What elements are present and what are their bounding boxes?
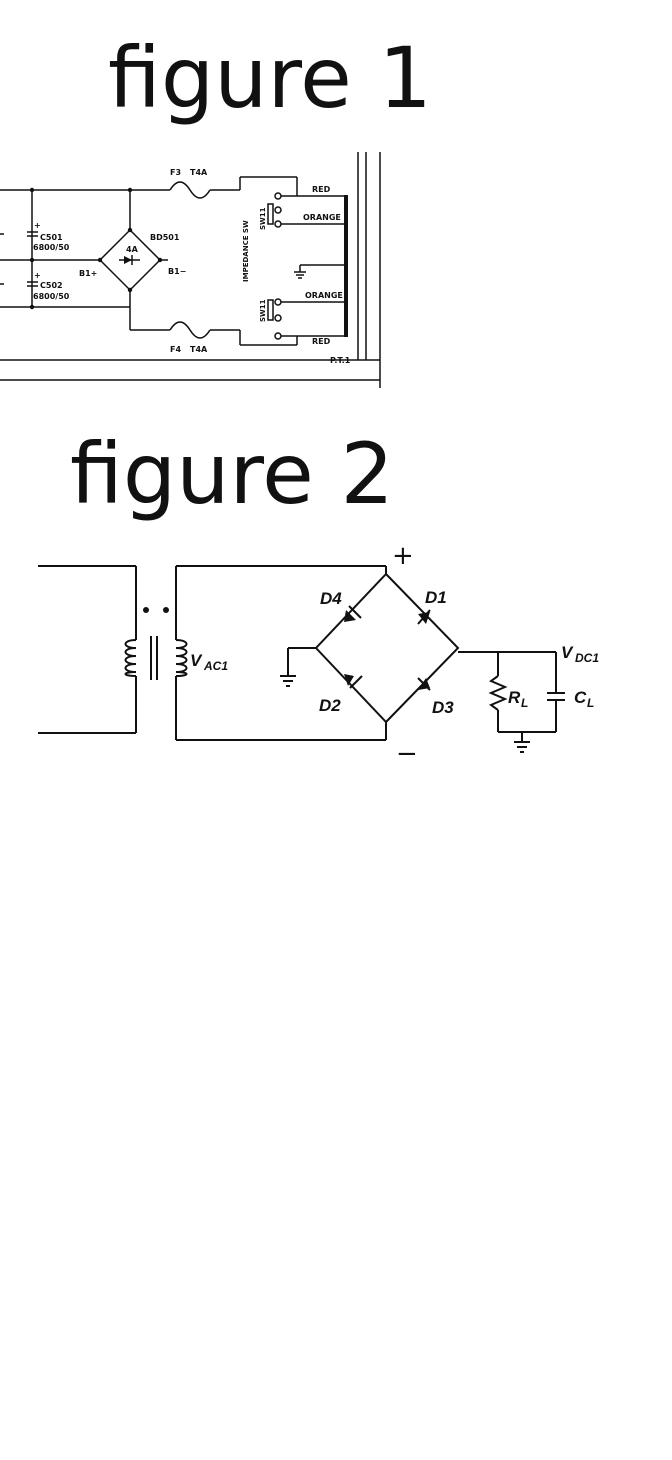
orange-top-label: ORANGE [303, 213, 341, 222]
fuse-f3 [130, 176, 297, 199]
negative-sign: − [396, 739, 418, 769]
f3-rating: T4A [190, 168, 208, 177]
vac1-label: V AC1 [190, 651, 228, 673]
positive-sign: + [392, 541, 414, 571]
load-network [458, 651, 565, 753]
svg-text:C: C [574, 688, 587, 707]
sw11-bottom-label: SW11 [259, 299, 267, 322]
svg-text:+: + [34, 221, 41, 230]
ground-symbol [294, 264, 345, 279]
power-transformer-pt1 [0, 152, 381, 388]
pt1-label: P.T.1 [330, 356, 351, 365]
transformer [38, 565, 386, 741]
f4-label: F4 [170, 345, 181, 354]
c502-value: 6800/50 [33, 292, 70, 301]
diode-d2 [344, 674, 363, 689]
svg-text:L: L [587, 696, 594, 710]
vdc1-label: V DC1 [561, 643, 599, 665]
cl-label: C L [574, 688, 594, 710]
figure-2-title: figure 2 [70, 425, 394, 523]
capacitor-bank: + + [0, 187, 130, 310]
d3-label: D3 [432, 698, 454, 717]
figure-1-schematic: + + C501 6800/50 C502 6800/50 BD501 4A B… [0, 152, 381, 388]
b1-plus-label: B1+ [79, 269, 97, 278]
figure-2-schematic: + − D4 D1 D2 D3 V AC1 V DC1 R L C L [38, 541, 599, 769]
diode-d4 [344, 605, 362, 622]
d1-label: D1 [425, 588, 447, 607]
diode-d1 [417, 609, 431, 625]
figure-1-title: figure 1 [108, 29, 432, 127]
fuse-f4 [130, 321, 297, 346]
c501-label: C501 [40, 233, 63, 242]
f3-label: F3 [170, 168, 181, 177]
ground-symbol-bridge [280, 647, 316, 687]
d4-label: D4 [320, 589, 342, 608]
impedance-switch-top [267, 177, 345, 228]
sw11-top-label: SW11 [259, 207, 267, 230]
impedance-switch-bottom [267, 298, 345, 345]
d2-label: D2 [319, 696, 341, 715]
impedance-sw-label: IMPEDANCE SW [242, 220, 250, 282]
red-bottom-label: RED [312, 337, 331, 346]
c502-label: C502 [40, 281, 63, 290]
diode-bridge [314, 566, 460, 740]
f4-rating: T4A [190, 345, 208, 354]
rl-label: R L [508, 688, 528, 710]
c501-value: 6800/50 [33, 243, 70, 252]
svg-text:+: + [34, 271, 41, 280]
b1-minus-label: B1− [168, 267, 186, 276]
svg-text:AC1: AC1 [203, 659, 228, 673]
diode-d3 [417, 677, 431, 691]
svg-text:DC1: DC1 [575, 651, 599, 665]
orange-bottom-label: ORANGE [305, 291, 343, 300]
svg-text:L: L [521, 696, 528, 710]
bd501-label: BD501 [150, 233, 180, 242]
bridge-rectifier-bd501 [97, 187, 168, 330]
svg-text:V: V [190, 651, 203, 670]
bd501-rating: 4A [126, 245, 139, 254]
red-top-label: RED [312, 185, 331, 194]
svg-text:V: V [561, 643, 574, 662]
svg-text:R: R [508, 688, 521, 707]
